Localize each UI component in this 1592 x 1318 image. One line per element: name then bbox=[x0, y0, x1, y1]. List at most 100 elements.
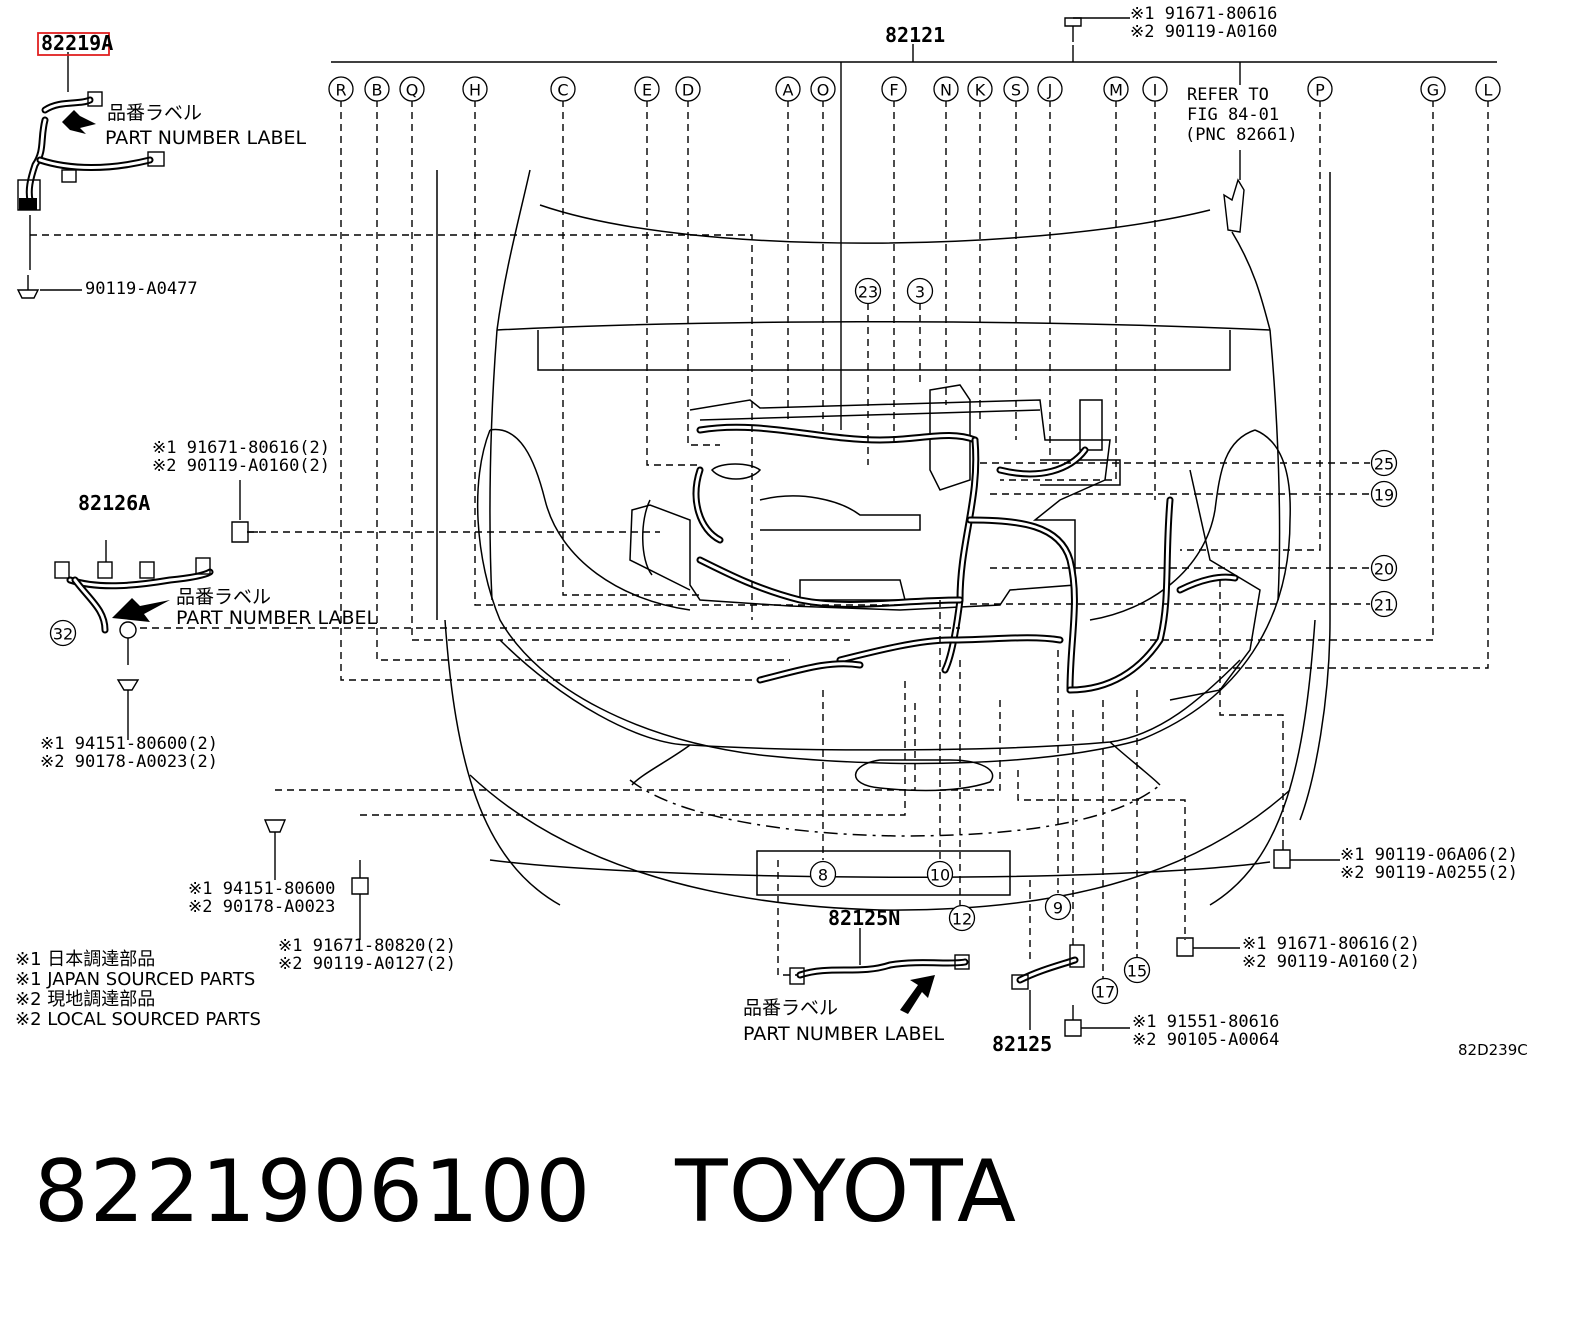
fastener-right-bolt2-line1: ※1 91671-80616(2) bbox=[1242, 934, 1420, 954]
connector-callout-C: C bbox=[550, 76, 576, 102]
diagram-text: 82121 82219A 品番ラベル PART NUMBER LABEL ※1 … bbox=[15, 4, 1528, 1059]
connector-callout-O: O bbox=[810, 76, 836, 102]
numbered-callout-17: 17 bbox=[1091, 977, 1119, 1005]
connector-callout-H: H bbox=[462, 76, 488, 102]
svg-text:G: G bbox=[1427, 81, 1439, 100]
numbered-callout-19: 19 bbox=[1370, 480, 1398, 508]
svg-text:H: H bbox=[469, 81, 481, 100]
part-number-82125: 82125 bbox=[992, 1032, 1052, 1056]
connector-callout-S: S bbox=[1003, 76, 1029, 102]
footer-brand: TOYOTA bbox=[675, 1142, 1017, 1242]
part-number-label-jp-2: 品番ラベル bbox=[176, 586, 271, 608]
svg-text:19: 19 bbox=[1374, 486, 1394, 505]
fastener-bolt-bottom-line1: ※1 91671-80820(2) bbox=[278, 936, 456, 956]
svg-text:N: N bbox=[940, 81, 952, 100]
fastener-top-line1: ※1 91671-80616 bbox=[1130, 4, 1277, 24]
main-harness bbox=[692, 423, 1239, 694]
svg-text:10: 10 bbox=[930, 866, 950, 885]
svg-text:32: 32 bbox=[53, 625, 73, 644]
top-frame-lines bbox=[29, 44, 1497, 430]
fastener-a0477: 90119-A0477 bbox=[85, 279, 198, 299]
fastener-bolt-bottom-line2: ※2 90119-A0127(2) bbox=[278, 954, 456, 974]
connector-callout-B: B bbox=[364, 76, 390, 102]
legend-line1: ※1 日本調達部品 bbox=[15, 949, 155, 970]
numbered-callout-8: 8 bbox=[809, 860, 837, 888]
vehicle-body-outline bbox=[436, 169, 1331, 911]
svg-text:O: O bbox=[817, 81, 830, 100]
svg-text:B: B bbox=[372, 81, 383, 100]
fastener-right-bolt2-line2: ※2 90119-A0160(2) bbox=[1242, 952, 1420, 972]
svg-text:8: 8 bbox=[818, 866, 828, 885]
connector-callout-E: E bbox=[634, 76, 660, 102]
subharness-82125n-drawing bbox=[789, 928, 970, 1014]
connector-callout-Q: Q bbox=[399, 76, 425, 102]
svg-text:Q: Q bbox=[406, 81, 419, 100]
svg-text:P: P bbox=[1315, 81, 1325, 100]
numbered-callout-10: 10 bbox=[926, 860, 954, 888]
fastener-left-bolt-line2: ※2 90119-A0160(2) bbox=[152, 456, 330, 476]
connector-callout-N: N bbox=[933, 76, 959, 102]
figure-code: 82D239C bbox=[1458, 1041, 1528, 1059]
fastener-left-bolt-line1: ※1 91671-80616(2) bbox=[152, 438, 330, 458]
svg-text:C: C bbox=[557, 81, 568, 100]
fastener-top-line2: ※2 90119-A0160 bbox=[1130, 22, 1277, 42]
connector-callout-J: J bbox=[1037, 76, 1063, 102]
svg-text:S: S bbox=[1011, 81, 1021, 100]
svg-text:A: A bbox=[783, 81, 794, 100]
connector-callout-P: P bbox=[1307, 76, 1333, 102]
fastener-bottom-center-line1: ※1 91551-80616 bbox=[1132, 1012, 1279, 1032]
part-number-label-jp: 品番ラベル bbox=[107, 102, 202, 124]
svg-text:J: J bbox=[1047, 81, 1053, 100]
connector-callout-K: K bbox=[967, 76, 993, 102]
numbered-callout-25: 25 bbox=[1370, 449, 1398, 477]
svg-text:15: 15 bbox=[1127, 962, 1147, 981]
refer-line1: REFER TO bbox=[1187, 85, 1269, 105]
numbered-callout-20: 20 bbox=[1370, 554, 1398, 582]
svg-text:F: F bbox=[889, 81, 898, 100]
refer-line2: FIG 84-01 bbox=[1187, 105, 1279, 125]
part-number-label-en: PART NUMBER LABEL bbox=[105, 127, 307, 149]
svg-text:E: E bbox=[642, 81, 652, 100]
fastener-clip-bottom-line2: ※2 90178-A0023 bbox=[188, 897, 335, 917]
part-number-82219a: 82219A bbox=[41, 31, 113, 55]
numbered-callout-12: 12 bbox=[948, 904, 976, 932]
numbered-callouts: 23 3 25 19 20 21 32 8 10 12 9 17 15 bbox=[49, 277, 1398, 1005]
part-number-label-en-3: PART NUMBER LABEL bbox=[743, 1023, 945, 1045]
svg-text:I: I bbox=[1153, 81, 1158, 100]
numbered-callout-32: 32 bbox=[49, 619, 77, 647]
subharness-82126a-drawing bbox=[54, 540, 214, 740]
connector-callout-R: R bbox=[328, 76, 354, 102]
svg-text:3: 3 bbox=[915, 283, 925, 302]
connector-leader-lines bbox=[30, 100, 1489, 980]
connector-callout-G: G bbox=[1420, 76, 1446, 102]
connector-callout-L: L bbox=[1475, 76, 1501, 102]
numbered-callout-21: 21 bbox=[1370, 590, 1398, 618]
svg-text:20: 20 bbox=[1374, 560, 1394, 579]
connector-callout-I: I bbox=[1142, 76, 1168, 102]
numbered-callout-9: 9 bbox=[1044, 893, 1072, 921]
fastener-clip-bottom-line1: ※1 94151-80600 bbox=[188, 879, 335, 899]
top-part-number: 82121 bbox=[885, 23, 945, 47]
svg-text:25: 25 bbox=[1374, 455, 1394, 474]
fastener-symbols bbox=[16, 17, 1340, 1037]
subharness-82125-drawing bbox=[1011, 944, 1085, 1030]
target-part-highlight bbox=[37, 32, 110, 56]
svg-text:23: 23 bbox=[858, 283, 878, 302]
fastener-right-bolt-line1: ※1 90119-06A06(2) bbox=[1340, 845, 1518, 865]
fastener-clip-left-line2: ※2 90178-A0023(2) bbox=[40, 752, 218, 772]
svg-text:12: 12 bbox=[952, 910, 972, 929]
svg-text:K: K bbox=[975, 81, 986, 100]
subharness-82219a-drawing bbox=[17, 91, 165, 211]
svg-text:M: M bbox=[1109, 81, 1123, 100]
fastener-bottom-center-line2: ※2 90105-A0064 bbox=[1132, 1030, 1279, 1050]
fastener-right-bolt-line2: ※2 90119-A0255(2) bbox=[1340, 863, 1518, 883]
refer-line3: (PNC 82661) bbox=[1185, 125, 1298, 145]
legend-line2: ※1 JAPAN SOURCED PARTS bbox=[15, 969, 255, 990]
legend-line3: ※2 現地調達部品 bbox=[15, 989, 155, 1010]
svg-text:D: D bbox=[682, 81, 694, 100]
part-number-82126a: 82126A bbox=[78, 491, 150, 515]
connector-callout-M: M bbox=[1103, 76, 1129, 102]
